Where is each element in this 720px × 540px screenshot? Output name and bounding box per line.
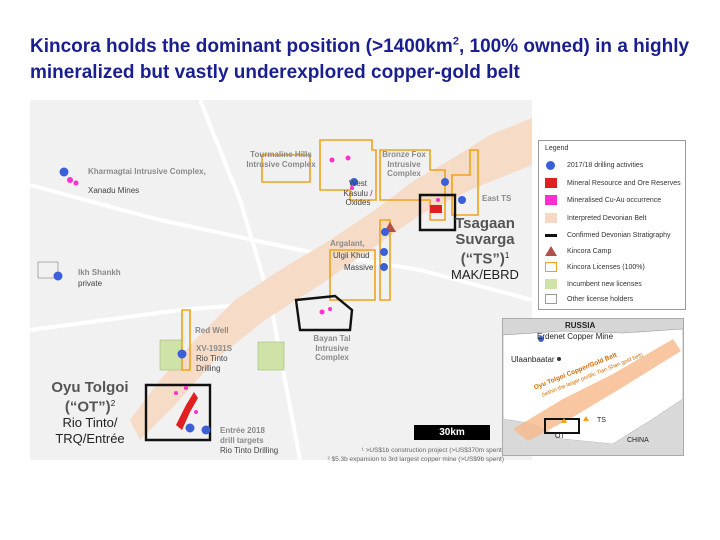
label-east-ts: East TS	[482, 194, 512, 203]
scale-bar: 30km	[414, 425, 490, 440]
label-private: private	[78, 279, 103, 288]
red-square-icon	[545, 178, 557, 188]
kincora-licenses	[181, 139, 479, 371]
label-kharmagtai: Kharmagtai Intrusive Complex,	[88, 167, 206, 176]
black-line-icon	[545, 233, 557, 237]
label-bronze-fox: Bronze Fox Intrusive Complex	[382, 150, 426, 178]
page-title: Kincora holds the dominant position (>14…	[30, 35, 690, 83]
legend-item: Mineralised Cu-Au occurrence	[545, 194, 661, 206]
label-oyu-tolgoi: Oyu Tolgoi (“OT”)2 Rio Tinto/ TRQ/Entrée	[51, 379, 129, 447]
other-license	[37, 261, 59, 279]
green-square-icon	[545, 279, 557, 289]
inset-ts: TS	[597, 417, 606, 424]
inset-china: CHINA	[627, 437, 649, 444]
cu-au-occurrences	[67, 155, 440, 414]
legend-item: 2017/18 drilling activities	[545, 159, 643, 171]
inset-canvas	[503, 319, 683, 455]
label-tourmaline: Tourmaline Hills Intrusive Complex	[246, 150, 316, 169]
label-tsagaan-suvarga: Tsagaan Suvarga (“TS”)1 MAK/EBRD	[451, 215, 519, 283]
inset-map: RUSSIA Erdenet Copper Mine Ulaanbaatar O…	[502, 318, 684, 456]
confirmed-stratigraphy	[144, 193, 457, 442]
label-ikh-shankh: Ikh Shankh	[78, 268, 121, 277]
legend-item: Kincora Camp	[545, 245, 611, 257]
devonian-belt	[130, 118, 532, 440]
legend-item: Mineral Resource and Ore Reserves	[545, 177, 681, 189]
footnotes: ¹ >US$1b construction project (>US$370m …	[327, 447, 504, 463]
label-rio-drilling: Rio Tinto Drilling	[196, 354, 228, 373]
peach-square-icon	[545, 213, 557, 223]
legend-item: Incumbent new licenses	[545, 278, 642, 290]
magenta-square-icon	[545, 195, 557, 205]
legend-item: Interpreted Devonian Belt	[545, 212, 646, 224]
legend-item: Kincora Licenses (100%)	[545, 261, 645, 273]
legend-item: Other license holders	[545, 293, 633, 305]
legend-title: Legend	[545, 145, 569, 152]
label-bayan-tal: Bayan Tal Intrusive Complex	[313, 334, 351, 362]
map-legend: Legend 2017/18 drilling activities Miner…	[538, 140, 686, 310]
blue-dot-icon	[546, 160, 555, 170]
label-rio-drilling-2: Rio Tinto Drilling	[220, 446, 279, 455]
legend-item: Confirmed Devonian Stratigraphy	[545, 229, 671, 241]
label-west-kasulu: West Kasulu / Oxides	[343, 179, 373, 207]
label-xv: XV-1931S	[196, 344, 233, 353]
incumbent-license	[257, 341, 285, 371]
inset-russia: RUSSIA	[565, 321, 596, 330]
inset-ulaanbaatar: Ulaanbaatar	[511, 355, 555, 364]
inset-erdenet: Erdenet Copper Mine	[537, 332, 614, 341]
drilling-activities	[53, 167, 466, 435]
label-ulgii: Ulgii Khud	[333, 251, 370, 260]
label-red-well: Red Well	[195, 326, 229, 335]
gray-box-icon	[545, 294, 557, 304]
label-entree: Entrée 2018 drill targets	[220, 426, 265, 445]
orange-box-icon	[545, 262, 557, 272]
mineral-resources	[176, 205, 442, 430]
label-xanadu: Xanadu Mines	[88, 186, 140, 195]
label-massive: Massive	[344, 263, 374, 272]
label-argalant: Argalant,	[330, 239, 365, 248]
triangle-icon	[545, 246, 557, 256]
inset-ot: OT	[555, 433, 565, 440]
